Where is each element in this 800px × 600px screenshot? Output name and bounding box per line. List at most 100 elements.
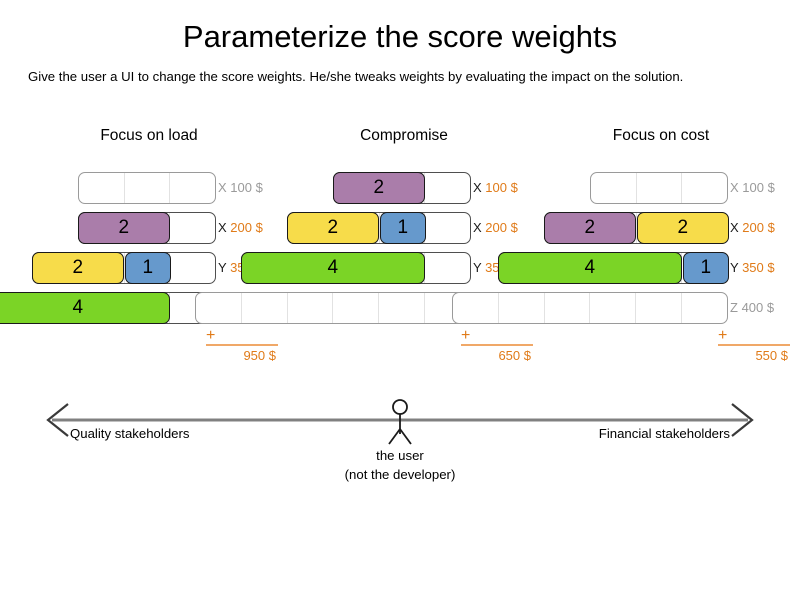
weight-track[interactable]: 2 <box>332 171 471 204</box>
weight-track[interactable] <box>452 292 728 324</box>
column-title: Focus on cost <box>612 127 710 144</box>
stakeholder-axis: Quality stakeholders Financial stakehold… <box>0 396 800 496</box>
total-plus-sign: + <box>718 327 728 344</box>
weight-track[interactable] <box>78 172 216 204</box>
cost-label: 200 $ <box>742 220 775 235</box>
weight-segment[interactable]: 4 <box>497 251 682 284</box>
total-plus-sign: + <box>206 327 216 344</box>
weight-segments: 2 <box>332 171 425 204</box>
page-subtitle: Give the user a UI to change the score w… <box>28 69 684 84</box>
column-total: +650 $ <box>271 328 537 368</box>
weight-row-label: X 100 $ <box>473 172 537 204</box>
weight-row-label: X 200 $ <box>730 212 794 244</box>
weight-row-label: X 100 $ <box>218 172 282 204</box>
weight-row-label: X 200 $ <box>218 212 282 244</box>
criterion-label: Y <box>473 260 482 275</box>
column-total: +950 $ <box>16 328 282 368</box>
weight-track-wrap: 2 <box>332 171 471 204</box>
weight-segment[interactable]: 2 <box>332 171 425 204</box>
total-value: 950 $ <box>243 348 276 363</box>
weight-segment[interactable]: 2 <box>286 211 379 244</box>
column-total-inner: +650 $ <box>457 328 537 364</box>
stick-figure-user-icon <box>388 399 412 445</box>
weight-track[interactable]: 4 <box>240 251 471 284</box>
weight-row: 21Y 350 $ <box>16 248 282 288</box>
weight-row: 2 X 100 $ <box>271 168 537 208</box>
axis-arrow-right-icon <box>731 403 754 437</box>
criterion-label: Y <box>730 260 739 275</box>
weight-track[interactable] <box>590 172 728 204</box>
weight-segment[interactable]: 4 <box>0 291 170 324</box>
weight-track[interactable]: 2 <box>77 211 216 244</box>
total-rule <box>461 344 533 346</box>
weight-row-label: X 100 $ <box>730 172 794 204</box>
weight-row: X 100 $ <box>528 168 794 208</box>
weight-rows: 2X 100 $21X 200 $4Y 350 $Z 400 $+650 $ <box>195 168 537 368</box>
weight-track[interactable] <box>195 292 471 324</box>
weight-segment[interactable]: 1 <box>379 211 426 244</box>
weight-segment[interactable]: 1 <box>124 251 171 284</box>
weight-segments: 2 <box>77 211 170 244</box>
cost-label: 100 $ <box>742 180 775 195</box>
track-cell-grid <box>196 293 470 323</box>
weight-segment-value: 2 <box>373 177 385 199</box>
track-cell-grid <box>591 173 727 203</box>
weight-segment-value: 1 <box>700 257 712 279</box>
weight-track-wrap <box>452 292 728 324</box>
user-caption-line-1: the user <box>376 448 424 463</box>
weight-segment[interactable]: 2 <box>543 211 636 244</box>
weight-segment-value: 2 <box>118 217 130 239</box>
total-value: 550 $ <box>755 348 788 363</box>
weight-segment-value: 4 <box>584 257 596 279</box>
weight-segment-value: 4 <box>72 297 84 319</box>
criterion-label: Y <box>218 260 227 275</box>
column-total-inner: +550 $ <box>714 328 794 364</box>
weight-track-wrap: 4 <box>0 291 216 324</box>
weight-segment[interactable]: 2 <box>636 211 729 244</box>
weight-segment[interactable]: 2 <box>31 251 124 284</box>
column-title: Compromise <box>360 127 448 144</box>
cost-label: 350 $ <box>742 260 775 275</box>
weight-track-wrap: 2 <box>77 211 216 244</box>
weight-track[interactable]: 4 <box>0 291 216 324</box>
cost-label: 400 $ <box>741 300 775 315</box>
user-caption: the user (not the developer) <box>300 446 500 484</box>
column-total-inner: +950 $ <box>202 328 282 364</box>
weight-segment[interactable]: 4 <box>240 251 425 284</box>
weight-row: 2 X 200 $ <box>16 208 282 248</box>
criterion-label: X <box>730 180 739 195</box>
user-caption-line-2: (not the developer) <box>344 467 456 482</box>
weight-segment[interactable]: 2 <box>77 211 170 244</box>
axis-svg <box>46 399 754 445</box>
weight-track-wrap: 4 <box>240 251 471 284</box>
weight-segment-value: 2 <box>327 217 339 239</box>
criterion-label: X <box>473 180 482 195</box>
criterion-label: Z <box>730 300 738 315</box>
weight-segments: 4 <box>240 251 425 284</box>
weight-row: X 100 $ <box>16 168 282 208</box>
weight-segment[interactable]: 1 <box>682 251 729 284</box>
axis-label-quality-stakeholders: Quality stakeholders <box>70 426 190 441</box>
axis-label-financial-stakeholders: Financial stakeholders <box>598 426 730 441</box>
column-title: Focus on load <box>100 127 198 144</box>
total-plus-sign: + <box>461 327 471 344</box>
weight-track-wrap <box>195 292 471 324</box>
